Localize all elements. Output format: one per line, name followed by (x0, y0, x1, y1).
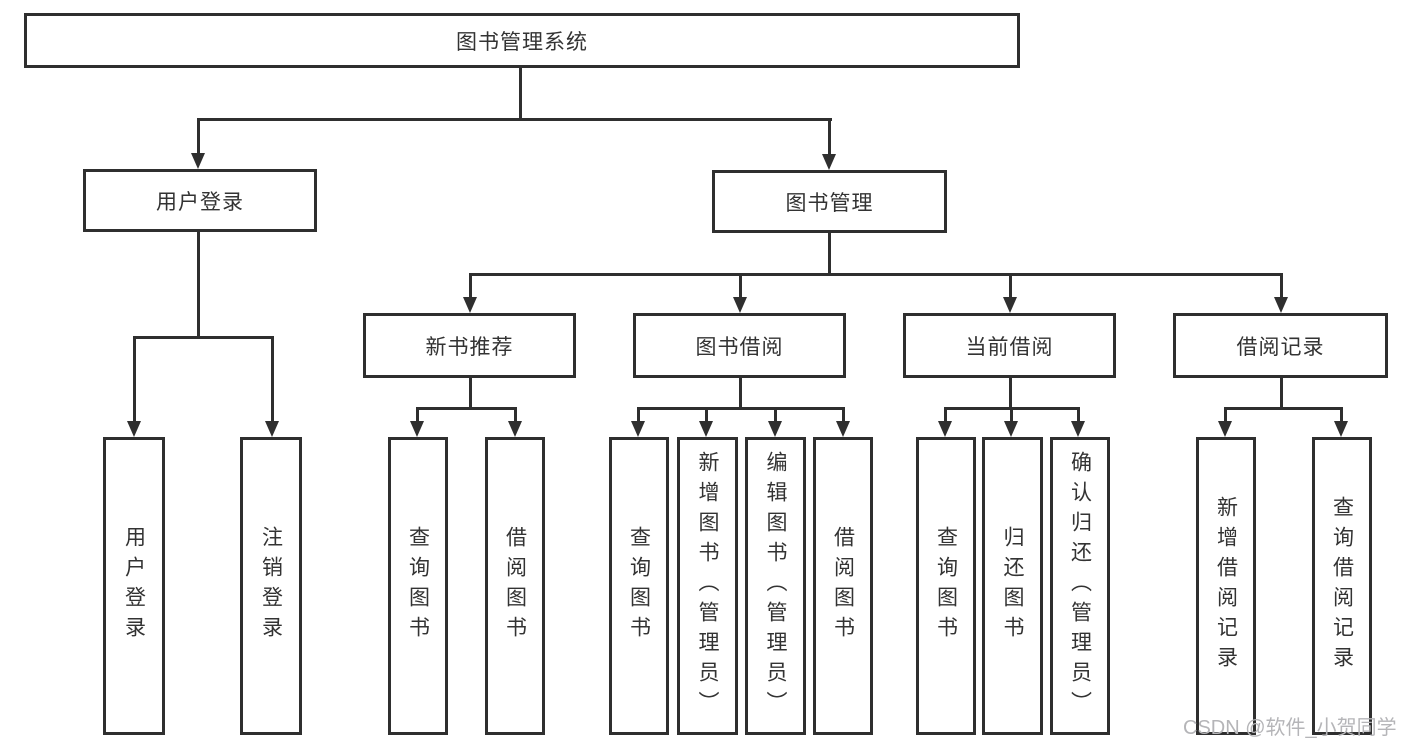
node-user-login: 用户登录 (83, 169, 317, 232)
connector-vline (1009, 378, 1012, 407)
leaf-borrow-books: 借阅图书 (813, 437, 873, 735)
leaf-return-books: 归还图书 (982, 437, 1043, 735)
node-label: 归还图书 (1001, 526, 1024, 646)
arrow-down (1003, 297, 1017, 313)
connector-vline (739, 378, 742, 407)
connector-hline (637, 407, 845, 410)
leaf-borrow-books-recommend: 借阅图书 (485, 437, 545, 735)
node-label: 注销登录 (259, 526, 283, 646)
leaf-query-books-current: 查询图书 (916, 437, 976, 735)
arrow-down (463, 297, 477, 313)
connector-vline (1224, 410, 1227, 421)
node-book-borrow: 图书借阅 (633, 313, 846, 378)
connector-vline (271, 339, 274, 421)
node-borrow-records: 借阅记录 (1173, 313, 1388, 378)
connector-vline (416, 410, 419, 421)
arrow-down (410, 421, 424, 437)
connector-hline (1224, 407, 1343, 410)
leaf-edit-books-admin: 编辑图书（管理员） (745, 437, 806, 735)
connector-vline (828, 121, 831, 155)
connector-hline (197, 118, 832, 121)
connector-vline (1010, 410, 1013, 421)
connector-hline (944, 407, 1080, 410)
node-label: 图书管理 (785, 191, 874, 215)
arrow-down (265, 421, 279, 437)
node-label: 新增图书（管理员） (696, 451, 719, 721)
arrow-down (127, 421, 141, 437)
leaf-query-borrow-record: 查询借阅记录 (1312, 437, 1372, 735)
node-book-management: 图书管理 (712, 170, 947, 233)
leaf-query-books-borrow: 查询图书 (609, 437, 669, 735)
arrow-down (938, 421, 952, 437)
node-label: 用户登录 (156, 190, 244, 214)
node-label: 确认归还（管理员） (1068, 451, 1092, 721)
connector-vline (1340, 410, 1343, 421)
node-label: 借阅图书 (503, 526, 527, 646)
arrow-down (1334, 421, 1348, 437)
connector-vline (469, 378, 472, 407)
arrow-down (1218, 421, 1232, 437)
connector-vline (514, 410, 517, 421)
connector-vline (637, 410, 640, 421)
node-label: 借阅记录 (1236, 335, 1325, 359)
connector-vline (944, 410, 947, 421)
connector-hline (469, 273, 1283, 276)
node-label: 图书管理系统 (456, 30, 588, 54)
leaf-add-borrow-record: 新增借阅记录 (1196, 437, 1256, 735)
connector-vline (1280, 276, 1283, 297)
node-label: 借阅图书 (831, 526, 855, 646)
arrow-down (191, 153, 205, 169)
node-label: 图书借阅 (695, 335, 784, 359)
node-label: 查询图书 (934, 526, 958, 646)
node-label: 当前借阅 (965, 335, 1054, 359)
arrow-down (631, 421, 645, 437)
arrow-down (836, 421, 850, 437)
leaf-confirm-return-admin: 确认归还（管理员） (1050, 437, 1110, 735)
node-current-borrow: 当前借阅 (903, 313, 1116, 378)
csdn-watermark: CSDN @软件_小贺同学 (1183, 717, 1397, 739)
arrow-down (1274, 297, 1288, 313)
connector-vline (469, 276, 472, 297)
node-label: 编辑图书（管理员） (764, 451, 787, 721)
node-root-library-system: 图书管理系统 (24, 13, 1020, 68)
node-label: 新书推荐 (425, 335, 514, 359)
arrow-down (768, 421, 782, 437)
connector-vline (1009, 276, 1012, 297)
connector-vline (705, 410, 708, 421)
leaf-logout: 注销登录 (240, 437, 302, 735)
arrow-down (699, 421, 713, 437)
leaf-add-books-admin: 新增图书（管理员） (677, 437, 738, 735)
node-label: 查询借阅记录 (1330, 496, 1354, 676)
connector-vline (519, 68, 522, 118)
connector-vline (842, 410, 845, 421)
node-label: 新增借阅记录 (1214, 496, 1238, 676)
connector-hline (133, 336, 274, 339)
connector-vline (1280, 378, 1283, 407)
connector-vline (133, 339, 136, 421)
arrow-down (1004, 421, 1018, 437)
connector-vline (739, 276, 742, 297)
arrow-down (822, 154, 836, 170)
leaf-user-login: 用户登录 (103, 437, 165, 735)
connector-hline (416, 407, 517, 410)
leaf-query-books-recommend: 查询图书 (388, 437, 448, 735)
node-label: 用户登录 (122, 526, 146, 646)
node-new-book-recommend: 新书推荐 (363, 313, 576, 378)
node-label: 查询图书 (627, 526, 651, 646)
connector-vline (1077, 410, 1080, 421)
arrow-down (1071, 421, 1085, 437)
connector-vline (828, 233, 831, 273)
arrow-down (733, 297, 747, 313)
connector-vline (197, 232, 200, 336)
connector-vline (197, 121, 200, 154)
arrow-down (508, 421, 522, 437)
connector-vline (774, 410, 777, 421)
node-label: 查询图书 (406, 526, 430, 646)
